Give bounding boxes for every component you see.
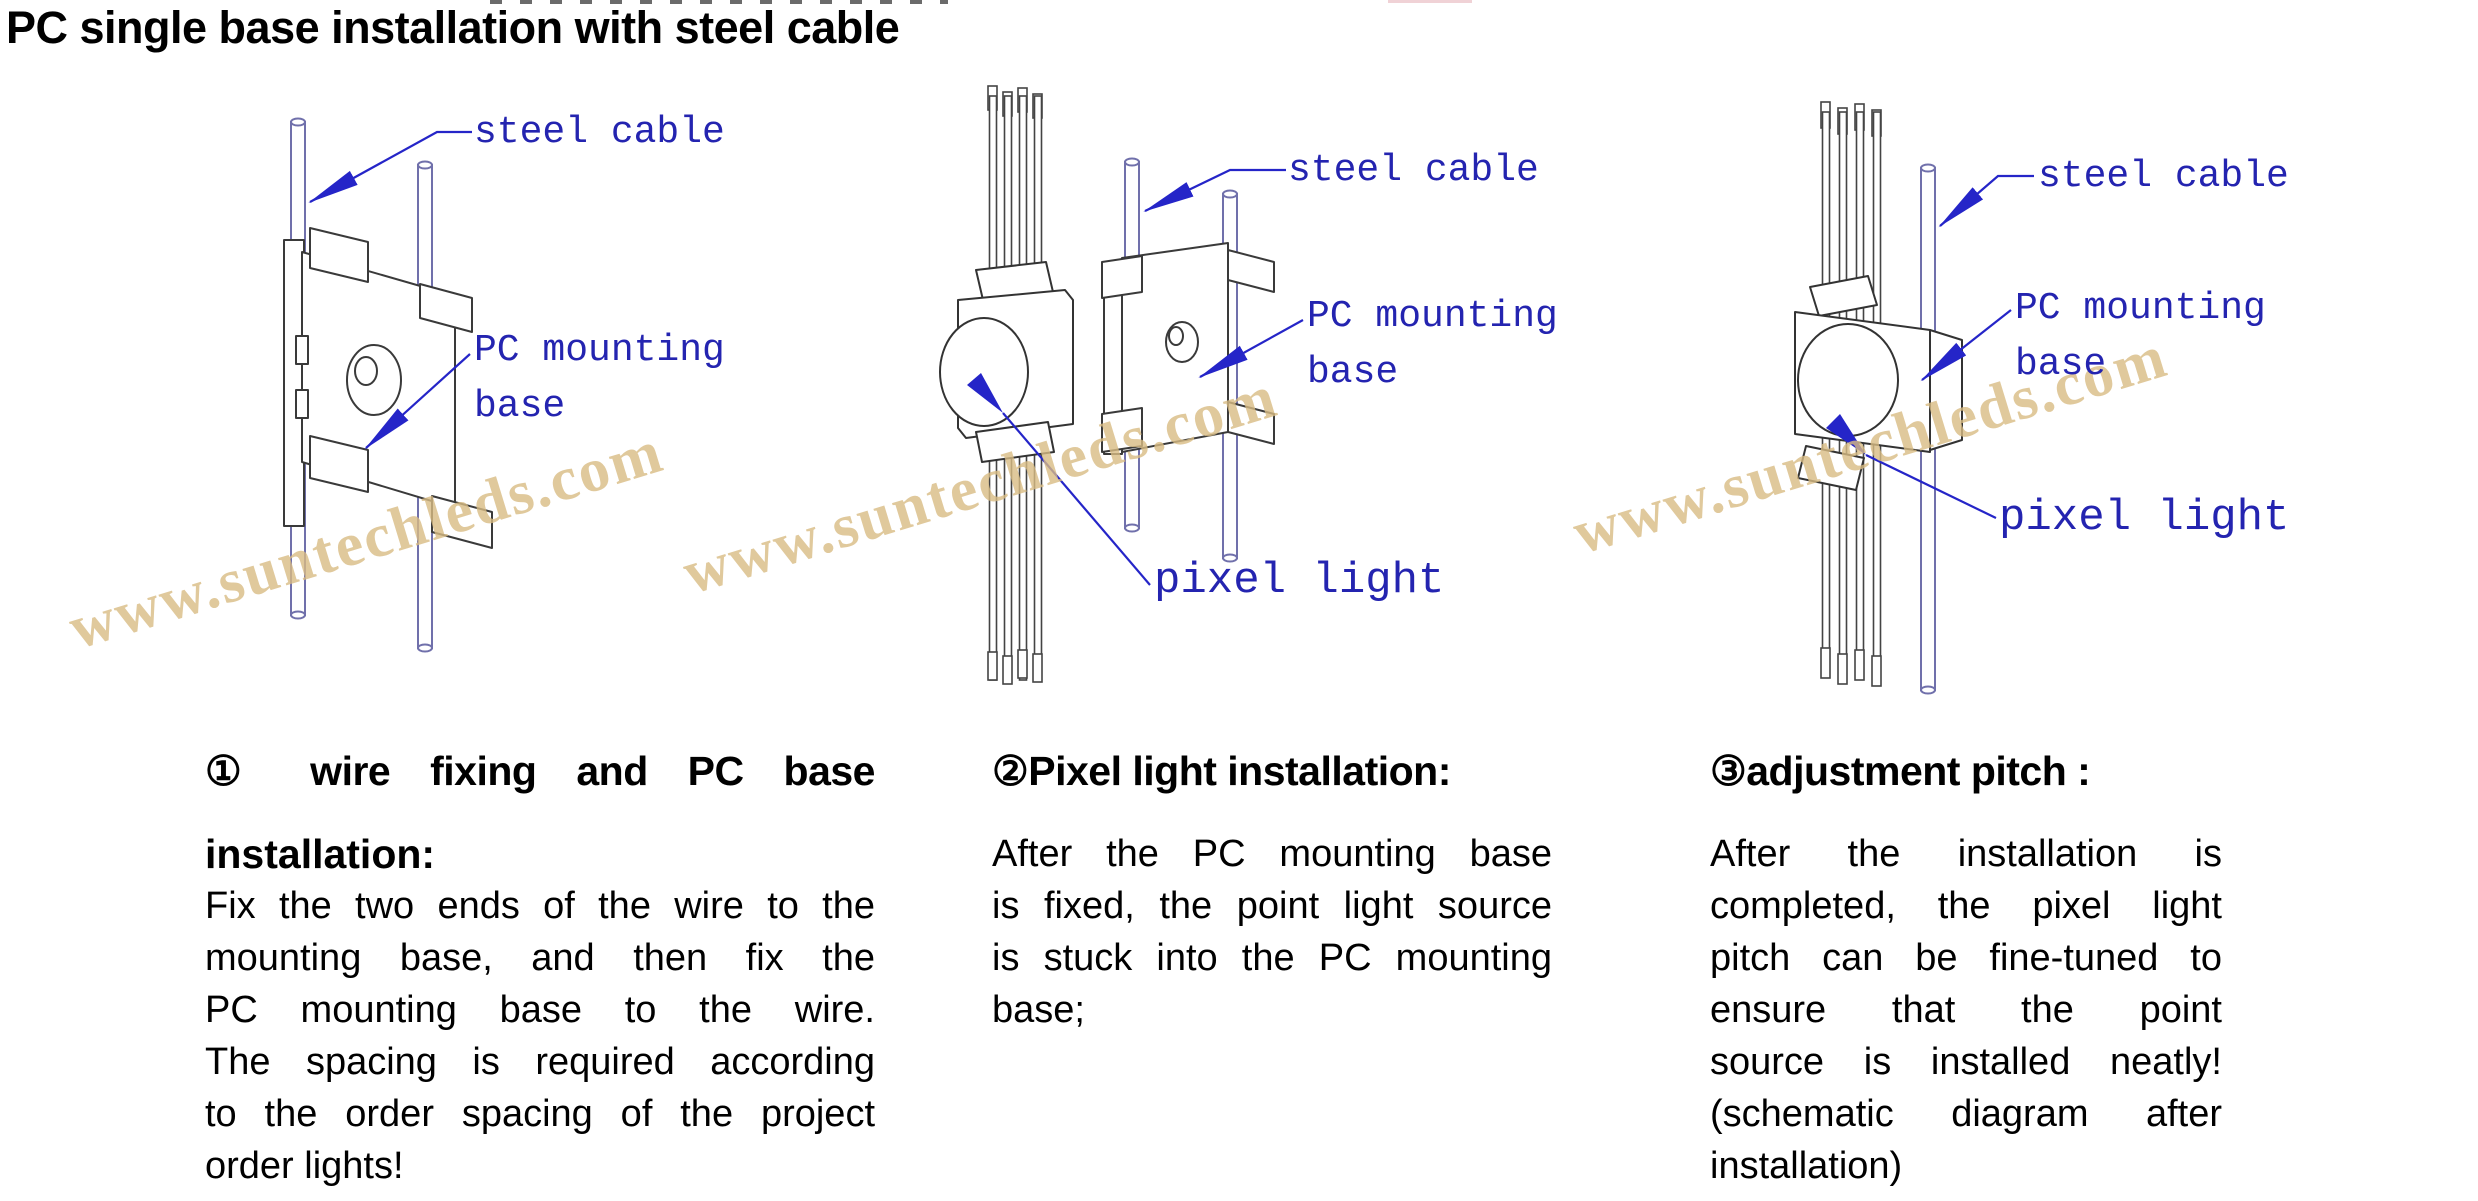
label-line: PC mounting	[1307, 295, 1558, 338]
instruction-block-3: ③adjustment pitch : After the installati…	[1710, 0, 2222, 1201]
body-line: source is installed neatly!	[1710, 1041, 2222, 1083]
label-pixel-light: pixel light	[1154, 556, 1445, 606]
pixel-light-lens	[939, 317, 1029, 427]
leader-lines	[308, 130, 472, 450]
leader-arrow	[1826, 414, 1866, 455]
label-line: PC mounting	[2015, 287, 2266, 330]
diagram-2-linework	[939, 85, 1304, 685]
instruction-heading: ③adjustment pitch :	[1710, 748, 2091, 794]
body-line: After the installation is	[1710, 833, 2222, 875]
instruction-heading-line2: installation:	[205, 831, 436, 877]
body-line: order lights!	[205, 1145, 404, 1187]
instruction-body: After the PC mounting base is fixed, the…	[992, 828, 1552, 1036]
body-line: (schematic diagram after	[1710, 1093, 2222, 1135]
body-line: Fix the two ends of the wire to the	[205, 885, 875, 927]
body-line: The spacing is required according	[205, 1041, 875, 1083]
instruction-block-1: ① wire fixing and PC base installation: …	[205, 0, 876, 1201]
leader-lines	[1865, 174, 2034, 519]
top-edge-artifact	[490, 0, 948, 4]
instruction-body: After the installation is completed, the…	[1710, 828, 2222, 1192]
leader-arrow	[967, 373, 1003, 413]
leader-lines	[1002, 168, 1304, 586]
label-line: base	[2015, 343, 2107, 386]
instruction-block-2: ②Pixel light installation: After the PC …	[992, 0, 1552, 1201]
body-line: mounting base, and then fix the	[205, 937, 875, 979]
label-pc-mounting-base: PC mounting base	[1307, 296, 1558, 394]
instruction-heading: ②Pixel light installation:	[992, 748, 1451, 794]
page-title: PC single base installation with steel c…	[6, 2, 900, 53]
label-pixel-light: pixel light	[1999, 493, 2290, 543]
body-line: PC mounting base to the wire.	[205, 989, 875, 1031]
instruction-body: Fix the two ends of the wire to the moun…	[205, 880, 875, 1192]
label-steel-cable: steel cable	[474, 111, 725, 154]
label-steel-cable: steel cable	[1288, 149, 1539, 192]
pc-mounting-base-drawing	[1101, 242, 1275, 455]
diagram-3-linework	[1794, 101, 2034, 695]
label-pc-mounting-base: PC mounting base	[474, 330, 725, 428]
body-line: is fixed, the point light source	[992, 885, 1552, 927]
label-line: base	[1307, 351, 1399, 394]
label-pc-mounting-base: PC mounting base	[2015, 288, 2266, 386]
body-line: completed, the pixel light	[1710, 885, 2222, 927]
label-line: base	[474, 385, 566, 428]
label-steel-cable: steel cable	[2038, 155, 2289, 198]
body-line: pitch can be fine-tuned to	[1710, 937, 2222, 979]
body-line: After the PC mounting base	[992, 833, 1552, 875]
body-line: installation)	[1710, 1145, 1903, 1187]
body-line: to the order spacing of the project	[205, 1093, 875, 1135]
body-line: is stuck into the PC mounting	[992, 937, 1552, 979]
body-line: ensure that the point	[1710, 989, 2222, 1031]
label-line: PC mounting	[474, 329, 725, 372]
top-edge-artifact-pink	[1388, 0, 1472, 3]
assembled-module-drawing	[1794, 275, 1963, 491]
diagram-1-linework	[283, 117, 493, 653]
instruction-heading: ① wire fixing and PC base	[205, 748, 876, 794]
pc-mounting-base-drawing	[283, 227, 493, 549]
body-line: base;	[992, 989, 1085, 1031]
pixel-light-module-drawing	[939, 261, 1074, 463]
